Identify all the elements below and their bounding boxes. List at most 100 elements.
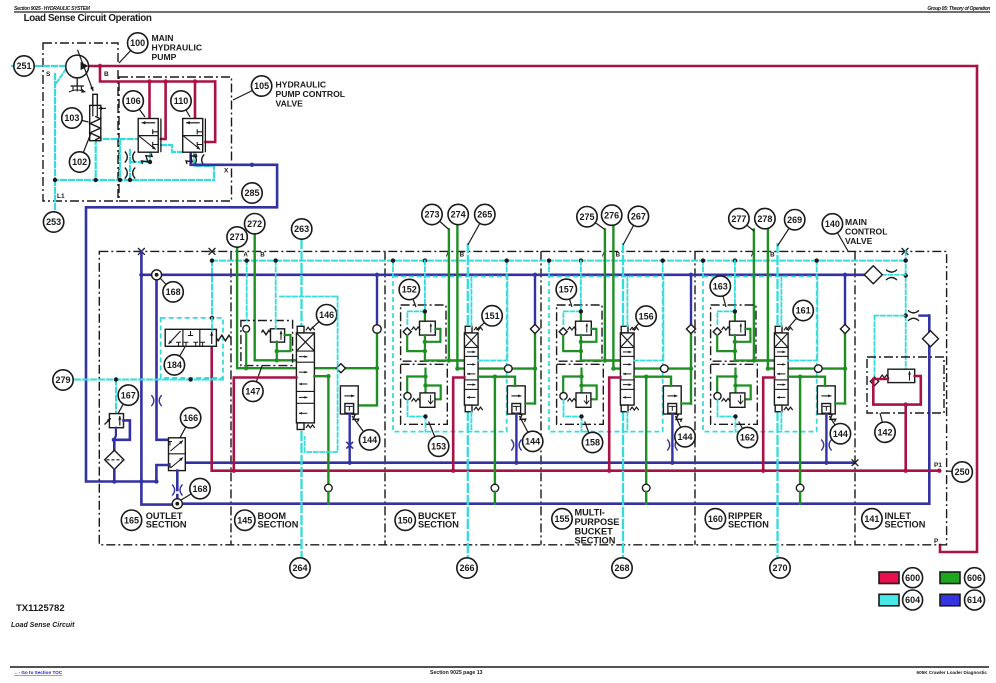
svg-text:278: 278	[757, 214, 772, 224]
svg-text:←- Go to Section TOC: ←- Go to Section TOC	[14, 670, 63, 675]
svg-text:275: 275	[579, 212, 594, 222]
svg-text:OUTLET: OUTLET	[146, 511, 183, 521]
svg-text:266: 266	[459, 563, 474, 573]
svg-text:162: 162	[740, 433, 755, 443]
svg-text:Load Sense Circuit Operation: Load Sense Circuit Operation	[24, 13, 152, 24]
svg-text:P: P	[934, 538, 939, 545]
svg-text:X: X	[224, 168, 229, 175]
svg-text:165: 165	[124, 515, 139, 525]
svg-text:600: 600	[905, 573, 920, 583]
svg-text:144: 144	[833, 429, 848, 439]
svg-text:168: 168	[166, 287, 181, 297]
svg-text:142: 142	[877, 427, 892, 437]
svg-text:269: 269	[787, 215, 802, 225]
svg-text:265: 265	[477, 210, 492, 220]
svg-text:144: 144	[362, 435, 377, 445]
svg-text:A: A	[243, 252, 248, 259]
svg-text:MULTI-: MULTI-	[575, 508, 605, 518]
svg-text:L1: L1	[57, 193, 65, 200]
svg-text:110: 110	[174, 96, 189, 106]
svg-text:153: 153	[431, 441, 446, 451]
svg-text:VALVE: VALVE	[845, 236, 873, 246]
svg-text:Section 9025 - HYDRAULIC SYSTE: Section 9025 - HYDRAULIC SYSTEM	[14, 6, 91, 12]
svg-text:272: 272	[247, 219, 262, 229]
svg-text:102: 102	[72, 157, 87, 167]
svg-text:145: 145	[237, 515, 252, 525]
svg-text:B: B	[460, 252, 465, 259]
svg-text:168: 168	[192, 484, 207, 494]
svg-text:RIPPER: RIPPER	[728, 511, 763, 521]
svg-text:268: 268	[614, 563, 629, 573]
svg-text:B: B	[104, 71, 109, 78]
svg-text:604: 604	[905, 595, 920, 605]
svg-text:157: 157	[559, 285, 574, 295]
svg-text:B: B	[770, 252, 775, 259]
svg-text:TX1125782: TX1125782	[16, 603, 65, 614]
svg-text:PUMP: PUMP	[152, 52, 177, 62]
svg-text:PUMP CONTROL: PUMP CONTROL	[276, 89, 346, 99]
svg-text:HYDRAULIC: HYDRAULIC	[276, 80, 327, 90]
svg-text:SECTION: SECTION	[728, 520, 769, 530]
svg-text:156: 156	[639, 311, 654, 321]
svg-text:253: 253	[46, 217, 61, 227]
svg-text:614: 614	[967, 595, 982, 605]
svg-text:144: 144	[525, 437, 540, 447]
svg-text:PURPOSE: PURPOSE	[575, 517, 620, 527]
svg-text:Group 05: Theory of Operation: Group 05: Theory of Operation	[927, 6, 990, 12]
svg-text:151: 151	[485, 311, 500, 321]
svg-text:HYDRAULIC: HYDRAULIC	[152, 43, 203, 53]
svg-text:277: 277	[731, 214, 746, 224]
svg-text:270: 270	[772, 563, 787, 573]
svg-text:274: 274	[451, 210, 466, 220]
svg-text:163: 163	[713, 281, 728, 291]
svg-text:250: 250	[955, 467, 970, 477]
svg-text:SECTION: SECTION	[418, 520, 459, 530]
svg-text:146: 146	[319, 310, 334, 320]
svg-text:106: 106	[126, 96, 141, 106]
svg-text:160: 160	[708, 514, 723, 524]
svg-text:158: 158	[585, 438, 600, 448]
svg-text:SECTION: SECTION	[146, 520, 187, 530]
svg-text:155: 155	[554, 514, 569, 524]
svg-text:273: 273	[424, 210, 439, 220]
svg-text:SECTION: SECTION	[885, 520, 926, 530]
svg-text:184: 184	[167, 360, 182, 370]
svg-text:152: 152	[402, 285, 417, 295]
svg-text:267: 267	[631, 212, 646, 222]
svg-text:103: 103	[64, 113, 79, 123]
svg-text:251: 251	[16, 61, 31, 71]
svg-text:150: 150	[398, 515, 413, 525]
svg-text:276: 276	[604, 210, 619, 220]
svg-text:167: 167	[121, 390, 136, 400]
svg-text:285: 285	[244, 188, 259, 198]
svg-text:Section 9025 page 13: Section 9025 page 13	[430, 670, 483, 676]
svg-text:SECTION: SECTION	[258, 520, 299, 530]
svg-text:Load Sense Circuit: Load Sense Circuit	[11, 622, 75, 629]
svg-text:SECTION: SECTION	[575, 536, 616, 546]
svg-text:B: B	[616, 252, 621, 259]
svg-text:141: 141	[864, 514, 879, 524]
svg-text:263: 263	[294, 224, 309, 234]
svg-text:161: 161	[796, 306, 811, 316]
svg-text:BUCKET: BUCKET	[418, 511, 457, 521]
svg-text:264: 264	[292, 563, 307, 573]
svg-text:MAIN: MAIN	[152, 33, 174, 43]
svg-text:605K Crawler Loader Diagnostic: 605K Crawler Loader Diagnostic	[917, 670, 988, 675]
svg-text:147: 147	[245, 387, 260, 397]
svg-text:VALVE: VALVE	[276, 99, 304, 109]
svg-text:140: 140	[825, 219, 840, 229]
svg-text:144: 144	[677, 432, 692, 442]
svg-text:100: 100	[130, 38, 145, 48]
svg-text:271: 271	[230, 232, 245, 242]
svg-text:CONTROL: CONTROL	[845, 227, 888, 237]
svg-text:P1: P1	[934, 462, 942, 469]
svg-text:INLET: INLET	[885, 511, 912, 521]
svg-text:MAIN: MAIN	[845, 217, 867, 227]
svg-text:166: 166	[183, 413, 198, 423]
svg-text:S: S	[46, 71, 51, 78]
svg-text:BOOM: BOOM	[258, 511, 287, 521]
svg-text:606: 606	[967, 573, 982, 583]
svg-text:BUCKET: BUCKET	[575, 526, 614, 536]
svg-text:105: 105	[254, 81, 269, 91]
svg-text:279: 279	[55, 375, 70, 385]
